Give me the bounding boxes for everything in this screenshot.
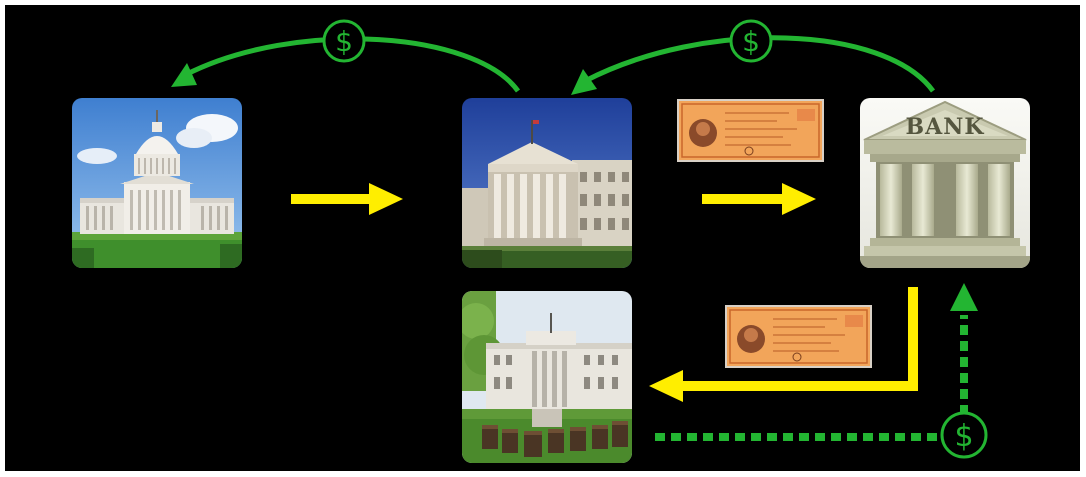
bond-arrow-treasury-to-bank: [702, 183, 816, 215]
savings-bond-image: [679, 101, 822, 160]
bond-arrow-capitol-to-treasury: [291, 183, 403, 215]
dollar-coin-icon: $: [729, 19, 773, 63]
bank-sign-label: BANK: [906, 114, 985, 140]
dollar-coin-icon: $: [322, 19, 366, 63]
savings-bond-image: [727, 307, 870, 366]
treasury-building-image: [462, 98, 632, 268]
money-arrow-federal-reserve-to-bank: [655, 283, 978, 441]
dollar-coin-icon: $: [940, 411, 988, 459]
svg-text:$: $: [335, 25, 353, 58]
money-arrow-treasury-to-capitol: [171, 36, 521, 93]
bond-arrow-bank-to-federal-reserve: [649, 287, 918, 402]
capitol-building-image: [72, 98, 242, 268]
svg-text:$: $: [954, 419, 973, 454]
bank-building-image: BANK: [860, 98, 1030, 268]
diagram-canvas: BANK: [5, 5, 1080, 471]
federal-reserve-building-image: [462, 291, 632, 463]
money-arrow-bank-to-treasury: [571, 35, 936, 95]
svg-text:$: $: [742, 25, 760, 58]
flow-arrows-layer: $ $ $: [171, 19, 988, 459]
